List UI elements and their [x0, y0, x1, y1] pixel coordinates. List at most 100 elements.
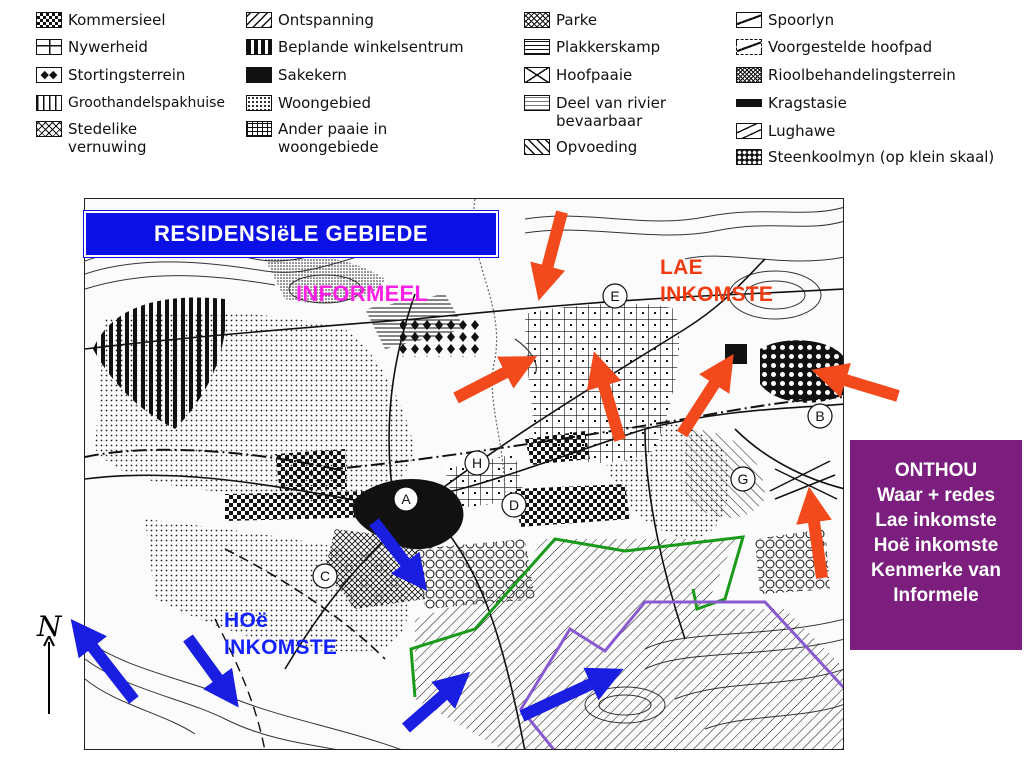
dashed-grid-pattern-icon — [246, 121, 272, 137]
legend-label: Kommersieel — [68, 11, 166, 29]
red-arrow-mine — [811, 362, 900, 402]
point-label-c: C — [320, 568, 330, 584]
checker-pattern-icon — [36, 12, 62, 28]
red-arrow-industrial — [586, 351, 626, 442]
red-arrow-river — [453, 356, 538, 404]
red-arrows — [453, 210, 900, 579]
red-arrow-airport — [796, 486, 832, 579]
legend-item-beplande-winkelsentrum: Beplande winkelsentrum — [246, 38, 464, 56]
legend-label: Opvoeding — [556, 138, 638, 156]
legend-label: Stedelike vernuwing — [68, 120, 147, 156]
circle-pattern-icon — [736, 149, 762, 165]
north-arrow-icon — [43, 636, 55, 714]
diagonal-hatch-pattern-icon — [246, 12, 272, 28]
legend-label: Hoofpaaie — [556, 66, 633, 84]
legend-item-groothandelspakhuise: Groothandelspakhuise — [36, 94, 225, 112]
point-marker-c: C — [312, 563, 338, 589]
legend-label: Rioolbehandelingsterrein — [768, 66, 956, 84]
legend-label: Parke — [556, 11, 598, 29]
point-marker-e: E — [602, 283, 628, 309]
wavy-lines-icon — [524, 95, 550, 111]
legend-item-plakkerskamp: Plakkerskamp — [524, 38, 660, 56]
stortingsterrein-area — [400, 319, 480, 357]
blue-arrow-south-west — [183, 634, 239, 708]
legend-item-steenkoolmyn: Steenkoolmyn (op klein skaal) — [736, 148, 994, 166]
legend-item-rivier: Deel van rivier bevaarbaar — [524, 94, 666, 130]
point-marker-h: H — [464, 450, 490, 476]
proposed-road-2 — [214, 618, 266, 749]
residential-title: RESIDENSIëLE GEBIEDE — [153, 221, 429, 246]
legend-item-lughawe: Lughawe — [736, 122, 835, 140]
legend-item-kommersieel: Kommersieel — [36, 11, 166, 29]
solid-black-icon — [246, 67, 272, 83]
steenkoolmyn-area-east — [755, 529, 830, 594]
legend-label: Deel van rivier bevaarbaar — [556, 94, 667, 130]
legend-label: Ander paaie in woongebiede — [278, 120, 388, 156]
legend-label: Ontspanning — [278, 11, 374, 29]
horizontal-lines-pattern-icon — [524, 39, 550, 55]
roads — [85, 258, 843, 749]
vertical-stripe-pattern-icon — [36, 95, 62, 111]
blue-arrow-purple-zone — [519, 667, 624, 722]
info-line: Lae inkomste — [875, 510, 997, 531]
info-line: Waar + redes — [876, 485, 996, 506]
blue-arrow-north — [70, 618, 139, 704]
point-label-g: G — [738, 471, 749, 487]
point-label-e: E — [610, 288, 619, 304]
legend-item-spoorlyn: Spoorlyn — [736, 11, 834, 29]
residential-title-box: RESIDENSIëLE GEBIEDE — [83, 210, 499, 258]
kommersieel-west — [225, 491, 377, 521]
legend-item-ontspanning: Ontspanning — [246, 11, 374, 29]
blue-arrow-green-zone — [402, 671, 471, 733]
onthou-info-box: ONTHOU Waar + redes Lae inkomste Hoë ink… — [850, 440, 1022, 650]
kommersieel-east — [515, 484, 630, 527]
proposed-road — [224, 548, 386, 660]
diamond-pattern-icon: ◆◆ — [36, 67, 62, 83]
ontspanning-area — [415, 539, 843, 749]
dashed-road-icon — [736, 39, 762, 55]
thick-bars-pattern-icon — [246, 39, 272, 55]
point-marker-d: D — [501, 492, 527, 518]
railway-line-icon — [736, 12, 762, 28]
legend-label: Woongebied — [278, 94, 372, 112]
legend-label: Kragstasie — [768, 94, 847, 112]
point-marker-g: G — [730, 466, 756, 492]
point-label-b: B — [815, 408, 824, 424]
point-markers: A B C D E G H — [312, 283, 833, 589]
legend-label: Plakkerskamp — [556, 38, 661, 56]
legend-item-rioolbehandeling: Rioolbehandelingsterrein — [736, 66, 956, 84]
groothandelspakhuise-area — [93, 297, 226, 429]
info-line: Informele — [893, 585, 979, 606]
tree-pattern-icon — [524, 12, 550, 28]
woongebied-north — [265, 255, 385, 303]
info-line: ONTHOU — [894, 460, 978, 481]
x-lines-icon — [524, 67, 550, 83]
back-diagonal-hatch-icon — [524, 139, 550, 155]
green-outline — [409, 535, 746, 698]
legend-label: Beplande winkelsentrum — [278, 38, 464, 56]
legend-label: Lughawe — [768, 122, 836, 140]
label-lae-inkomste: LAE INKOMSTE — [660, 256, 774, 306]
kommersieel-north-east — [525, 431, 590, 465]
legend-item-hoofpaaie: Hoofpaaie — [524, 66, 632, 84]
purple-outline — [519, 600, 843, 749]
legend-label: Voorgestelde hoofpad — [768, 38, 933, 56]
zigzag-pattern-icon — [736, 67, 762, 83]
legend-item-ander-paaie: Ander paaie in woongebiede — [246, 120, 387, 156]
legend-item-opvoeding: Opvoeding — [524, 138, 637, 156]
legend-item-stedelike-vernuwing: Stedelike vernuwing — [36, 120, 147, 156]
point-marker-b: B — [807, 403, 833, 429]
info-line: Kenmerke van — [871, 560, 1001, 581]
kommersieel-centre — [275, 449, 347, 491]
legend-item-kragstasie: Kragstasie — [736, 94, 847, 112]
legend-item-parke: Parke — [524, 11, 597, 29]
legend-item-nywerheid: Nywerheid — [36, 38, 148, 56]
point-label-a: A — [401, 491, 411, 507]
legend-item-sakekern: Sakekern — [246, 66, 347, 84]
blue-arrow-mine — [369, 518, 428, 592]
boxed-square-pattern-icon — [36, 39, 62, 55]
legend-item-woongebied: Woongebied — [246, 94, 371, 112]
black-bar-icon — [736, 95, 762, 111]
red-arrow-informeel — [530, 210, 568, 301]
legend-label: Spoorlyn — [768, 11, 835, 29]
